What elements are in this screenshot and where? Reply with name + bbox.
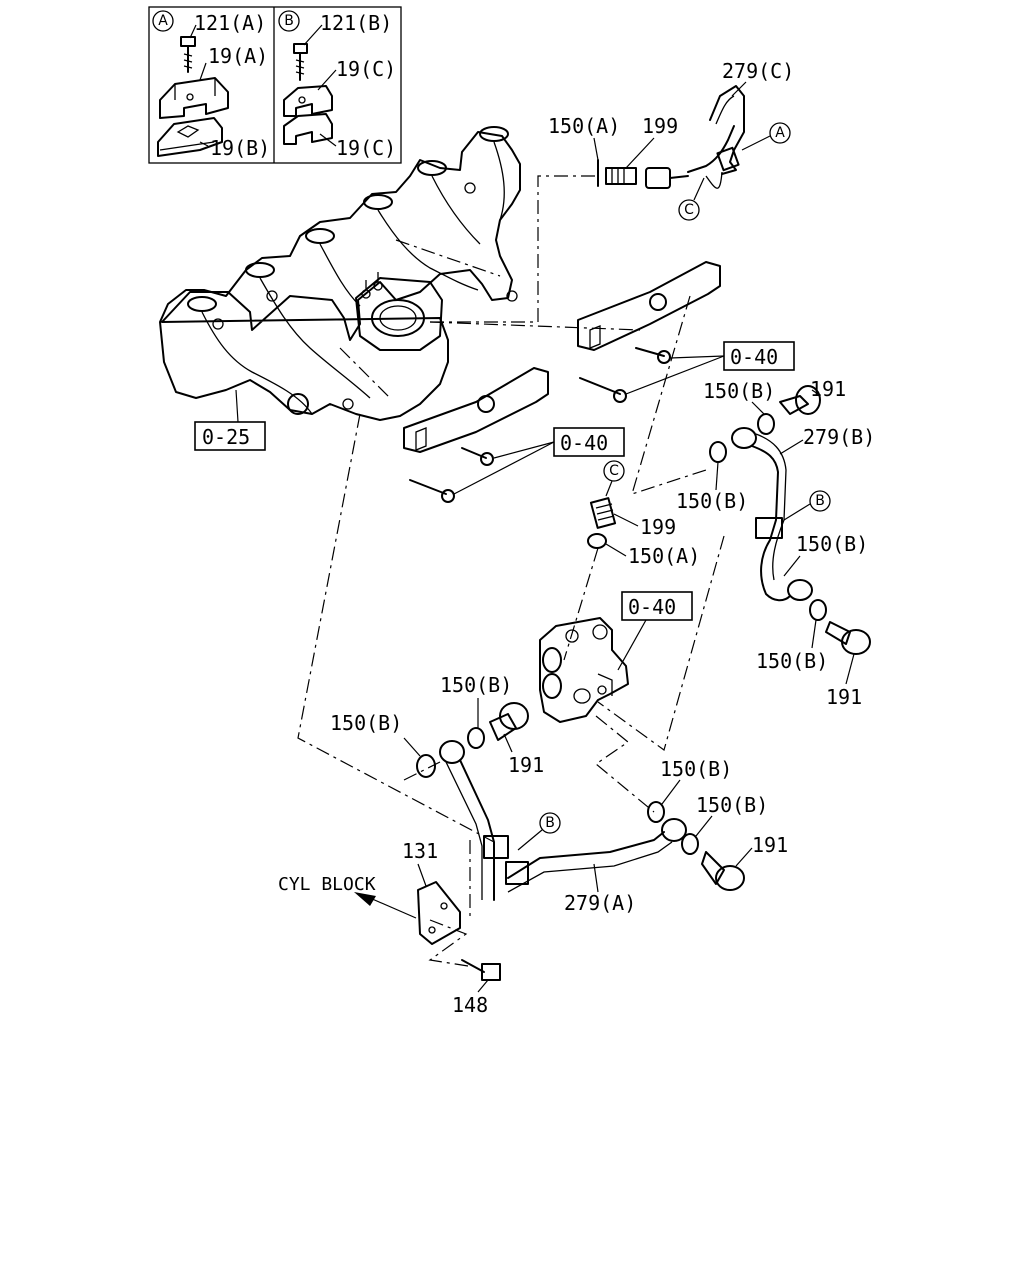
label-199-top: 199 <box>642 114 678 138</box>
label-150b-low2: 150(B) <box>696 793 768 817</box>
ref-label-pump: 0-40 <box>628 595 676 619</box>
label-131: 131 <box>402 839 438 863</box>
label-279c: 279(C) <box>722 59 794 83</box>
inset-label-19c-lower: 19(C) <box>336 136 396 160</box>
bolt-191-left-icon <box>489 702 529 741</box>
inset-label-19c-upper: 19(C) <box>336 57 396 81</box>
washer-150b-r4-icon <box>809 599 827 621</box>
svg-text:C: C <box>609 463 619 479</box>
label-150a-top: 150(A) <box>548 114 620 138</box>
inset-label-121a: 121(A) <box>194 11 266 35</box>
label-279b: 279(B) <box>803 425 875 449</box>
bolt-121b-icon <box>293 43 308 81</box>
inset-panel-b: B 121(B) 19(C) 19(C) <box>278 10 396 160</box>
callout-a-top: A <box>741 122 791 151</box>
washer-150b-r2-icon <box>709 441 727 463</box>
inset-detail-box: A 121(A) 19(A) 19(B) <box>148 6 402 164</box>
bolt-icon <box>579 377 627 403</box>
label-191-right: 191 <box>826 685 862 709</box>
ref-box-rail-lower: 0-40 <box>453 427 625 495</box>
inset-label-19b: 19(B) <box>210 136 270 160</box>
fitting-nut-icon <box>645 167 689 189</box>
label-150b-r4: 150(B) <box>756 649 828 673</box>
callout-circle-a <box>152 10 174 32</box>
label-150b-r3: 150(B) <box>796 532 868 556</box>
bolt-icon <box>635 347 671 364</box>
pipe-279a <box>439 740 687 901</box>
ref-label-manifold: 0-25 <box>202 425 250 449</box>
inset-panel-a: A 121(A) 19(A) 19(B) <box>152 10 270 160</box>
svg-text:C: C <box>684 202 694 218</box>
svg-text:B: B <box>815 493 825 509</box>
callout-b-right: B <box>783 490 831 521</box>
ref-box-pump: 0-40 <box>617 591 693 671</box>
label-150b-r2: 150(B) <box>676 489 748 513</box>
pipe-279c <box>687 85 745 189</box>
fitting-199-top-icon <box>605 167 637 185</box>
inset-label-19a: 19(A) <box>208 44 268 68</box>
svg-text:A: A <box>775 125 785 141</box>
bolt-icon <box>461 447 494 466</box>
label-191-top: 191 <box>810 377 846 401</box>
ref-box-manifold: 0-25 <box>194 389 266 451</box>
inset-callout-b: B <box>284 13 294 29</box>
bolt-148-icon <box>461 959 501 981</box>
washer-150b-low1-icon <box>647 801 665 823</box>
washer-150b-l2-icon <box>467 727 485 749</box>
label-191-low: 191 <box>752 833 788 857</box>
inset-label-121b: 121(B) <box>320 11 392 35</box>
injection-pump-head <box>539 617 629 723</box>
fitting-199-mid-icon <box>589 497 617 529</box>
ref-label-rail-lower: 0-40 <box>560 431 608 455</box>
fuel-rail-lower <box>403 367 549 503</box>
arrow-left-icon <box>354 892 376 906</box>
callout-c-top: C <box>678 177 705 221</box>
bracket-131 <box>417 881 461 945</box>
bolt-191-top-icon <box>779 385 821 415</box>
bolt-191-low-icon <box>701 851 745 891</box>
bolt-191-right-icon <box>825 621 871 655</box>
label-cyl-block: CYL BLOCK <box>278 874 376 895</box>
svg-text:B: B <box>545 815 555 831</box>
clamp-19a-icon <box>159 77 229 119</box>
clamp-19c-lower-icon <box>283 113 333 145</box>
label-150b-l1: 150(B) <box>330 711 402 735</box>
fuel-rail-upper <box>577 261 721 403</box>
callout-circle-b <box>278 10 300 32</box>
label-191-left: 191 <box>508 753 544 777</box>
clamp-19c-upper-icon <box>283 85 333 117</box>
washer-150b-r1-icon <box>757 413 775 435</box>
label-279a: 279(A) <box>564 891 636 915</box>
washer-150b-l1-icon <box>416 754 436 778</box>
pipe-279b <box>731 427 813 602</box>
bolt-icon <box>409 479 455 503</box>
label-150a-mid: 150(A) <box>628 544 700 568</box>
label-199-mid: 199 <box>640 515 676 539</box>
label-150b-r1: 150(B) <box>703 379 775 403</box>
clamp-19b-icon <box>157 117 223 157</box>
ref-box-rail-upper: 0-40 <box>625 341 795 395</box>
intake-manifold <box>159 126 521 421</box>
washer-150b-low2-icon <box>681 833 699 855</box>
washer-150a-mid-icon <box>587 533 607 549</box>
label-148: 148 <box>452 993 488 1017</box>
inset-callout-a: A <box>158 13 168 29</box>
label-150b-l2: 150(B) <box>440 673 512 697</box>
cyl-block-direction: CYL BLOCK <box>278 874 417 919</box>
bolt-121a-icon <box>180 36 196 73</box>
ref-label-rail-upper: 0-40 <box>730 345 778 369</box>
label-150b-low1: 150(B) <box>660 757 732 781</box>
callout-c-mid: C <box>603 460 625 497</box>
callout-b-low: B <box>517 812 561 851</box>
